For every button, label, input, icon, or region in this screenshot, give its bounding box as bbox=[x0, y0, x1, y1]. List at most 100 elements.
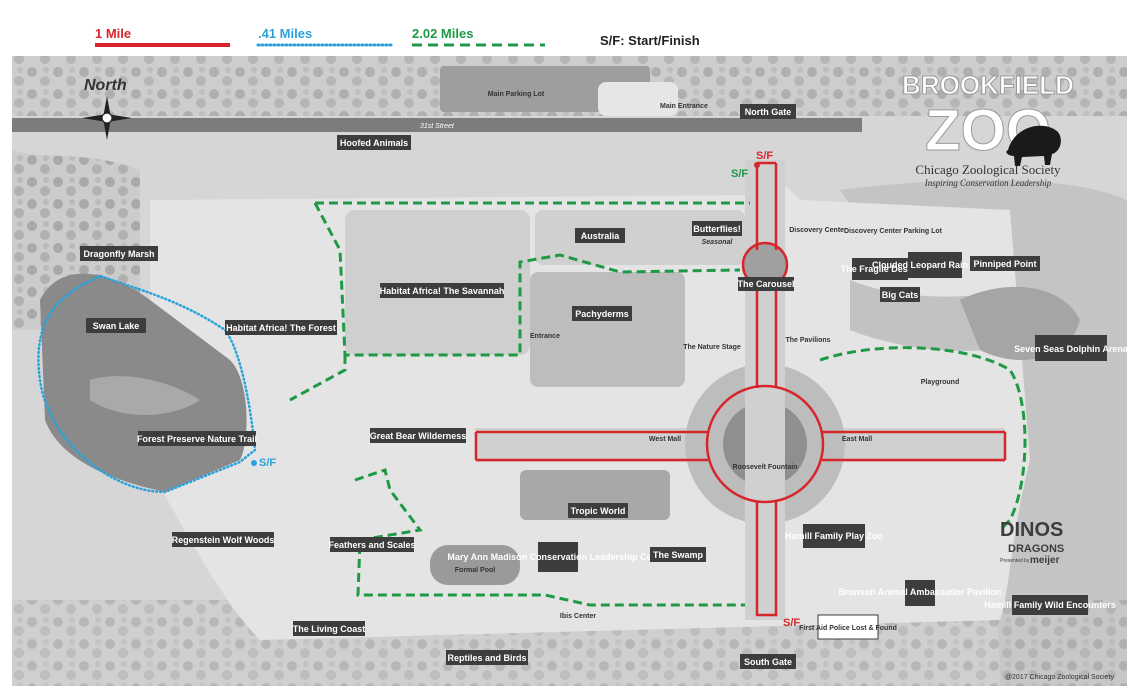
svg-text:North Gate: North Gate bbox=[745, 107, 792, 117]
dinos-subtitle: DRAGONS bbox=[1008, 543, 1064, 555]
svg-text:Hamill Family Wild Encounters: Hamill Family Wild Encounters bbox=[984, 600, 1115, 610]
label-discovery-parking: Discovery Center Parking Lot bbox=[844, 228, 943, 235]
label-nature-stage: The Nature Stage bbox=[683, 344, 741, 351]
main-parking-lot-label: Main Parking Lot bbox=[488, 91, 545, 98]
label-butterflies[interactable]: Butterflies! Seasonal bbox=[692, 221, 742, 246]
label-discovery-center: Discovery Center bbox=[789, 227, 847, 234]
svg-text:Big Cats: Big Cats bbox=[882, 290, 919, 300]
dinos-presented-by: Presented by bbox=[1000, 558, 1030, 564]
svg-text:Discovery Center Parking Lot: Discovery Center Parking Lot bbox=[844, 228, 943, 235]
label-habitat-forest[interactable]: Habitat Africa! The Forest bbox=[225, 320, 337, 335]
label-habitat-savannah[interactable]: Habitat Africa! The Savannah bbox=[380, 283, 505, 298]
svg-text:Hamill Family Play Zoo: Hamill Family Play Zoo bbox=[785, 531, 884, 541]
label-south-gate[interactable]: South Gate bbox=[740, 654, 796, 669]
svg-text:Butterflies!: Butterflies! bbox=[693, 224, 741, 234]
label-wolf-woods[interactable]: Regenstein Wolf Woods bbox=[172, 532, 275, 547]
street-label: 31st Street bbox=[420, 123, 455, 130]
label-swan-lake[interactable]: Swan Lake bbox=[86, 318, 146, 333]
label-mary-ann-madison[interactable]: Mary Ann Madison Conservation Leadership… bbox=[447, 542, 669, 572]
svg-text:The Fragile Desert: The Fragile Desert bbox=[841, 264, 920, 274]
main-parking-lot-area bbox=[440, 66, 650, 112]
label-living-coast[interactable]: The Living Coast bbox=[293, 621, 366, 636]
legend-41-miles-label: .41 Miles bbox=[258, 26, 312, 41]
label-big-cats[interactable]: Big Cats bbox=[880, 287, 920, 302]
svg-text:Pinniped Point: Pinniped Point bbox=[974, 259, 1037, 269]
copyright: @2017 Chicago Zoological Society bbox=[1005, 674, 1115, 681]
main-parking-lot-label-box: Main Parking Lot bbox=[488, 91, 545, 98]
svg-text:Forest Preserve Nature Trail: Forest Preserve Nature Trail bbox=[137, 434, 257, 444]
label-the-swamp[interactable]: The Swamp bbox=[650, 547, 706, 562]
carousel-building bbox=[743, 242, 787, 286]
route-2-miles bbox=[289, 201, 1027, 607]
svg-text:Seven Seas Dolphin Arena: Seven Seas Dolphin Arena bbox=[1014, 344, 1129, 354]
label-pinniped-point[interactable]: Pinniped Point bbox=[970, 256, 1040, 271]
route-41-miles bbox=[37, 274, 257, 494]
label-hoofed-animals[interactable]: Hoofed Animals bbox=[337, 135, 411, 150]
label-dragonfly-marsh[interactable]: Dragonfly Marsh bbox=[80, 246, 158, 261]
svg-text:Reptiles and Birds: Reptiles and Birds bbox=[447, 653, 526, 663]
label-tropic-world[interactable]: Tropic World bbox=[568, 503, 628, 518]
dinos-title: DINOS bbox=[1000, 519, 1063, 541]
label-fragile-desert[interactable]: The Fragile Desert bbox=[841, 258, 920, 280]
exhibit-labels: North Gate Hoofed Animals Dragonfly Mars… bbox=[80, 104, 1129, 669]
label-north-gate[interactable]: North Gate bbox=[740, 104, 796, 119]
label-playground: Playground bbox=[921, 379, 960, 386]
label-forest-preserve-trail[interactable]: Forest Preserve Nature Trail bbox=[137, 431, 257, 446]
svg-text:The Living Coast: The Living Coast bbox=[293, 624, 366, 634]
legend-1-mile-label: 1 Mile bbox=[95, 26, 131, 41]
svg-text:Habitat Africa! The Savannah: Habitat Africa! The Savannah bbox=[380, 286, 505, 296]
label-hamill-play-zoo[interactable]: Hamill Family Play Zoo bbox=[785, 524, 884, 548]
label-hamill-wild[interactable]: Hamill Family Wild Encounters bbox=[984, 595, 1116, 615]
svg-text:Swan Lake: Swan Lake bbox=[93, 321, 140, 331]
svg-text:Ibis Center: Ibis Center bbox=[560, 613, 596, 620]
label-feathers-scales[interactable]: Feathers and Scales bbox=[328, 537, 416, 552]
label-entrance: Entrance bbox=[530, 333, 560, 340]
sf-north-dot bbox=[754, 162, 760, 168]
svg-text:West Mall: West Mall bbox=[649, 436, 681, 443]
svg-text:Mary Ann Madison Conservation: Mary Ann Madison Conservation Leadership… bbox=[447, 552, 669, 562]
svg-text:Playground: Playground bbox=[921, 379, 960, 386]
compass-north-label: North bbox=[84, 77, 127, 94]
svg-text:Hoofed Animals: Hoofed Animals bbox=[340, 138, 408, 148]
sf-swan-dot bbox=[251, 460, 257, 466]
label-pachyderms[interactable]: Pachyderms bbox=[572, 306, 632, 321]
label-carousel[interactable]: The Carousel bbox=[737, 277, 795, 291]
label-roosevelt-fountain: Roosevelt Fountain bbox=[733, 464, 798, 471]
svg-text:Great Bear Wilderness: Great Bear Wilderness bbox=[370, 431, 466, 441]
north-south-mall bbox=[745, 160, 785, 620]
svg-text:Seasonal: Seasonal bbox=[702, 239, 734, 246]
savannah-habitat bbox=[345, 210, 530, 355]
svg-text:Discovery Center: Discovery Center bbox=[789, 227, 847, 234]
dinos-sponsor: meijer bbox=[1030, 555, 1060, 566]
brand-name-line1: BROOKFIELD bbox=[902, 70, 1074, 100]
legend: 1 Mile .41 Miles 2.02 Miles S/F: Start/F… bbox=[95, 26, 700, 48]
formal-pool-water bbox=[430, 545, 520, 585]
label-first-aid[interactable]: First Aid Police Lost & Found bbox=[799, 614, 897, 640]
label-east-mall: East Mall bbox=[842, 436, 872, 443]
label-bronson-pavilion[interactable]: Bronson Animal Ambassador Pavilion bbox=[839, 580, 1002, 606]
svg-text:Dragonfly Marsh: Dragonfly Marsh bbox=[83, 249, 154, 259]
brand-society: Chicago Zoological Society bbox=[915, 162, 1061, 177]
svg-text:The Pavilions: The Pavilions bbox=[785, 337, 830, 344]
compass: North bbox=[82, 77, 132, 140]
svg-text:The Swamp: The Swamp bbox=[653, 550, 704, 560]
svg-text:Formal Pool: Formal Pool bbox=[455, 567, 496, 574]
dinos-dragons-promo[interactable]: DINOS DRAGONS Presented by meijer bbox=[1000, 519, 1064, 566]
sf-marker-green: S/F bbox=[731, 168, 748, 180]
label-great-bear[interactable]: Great Bear Wilderness bbox=[370, 428, 466, 443]
svg-text:Entrance: Entrance bbox=[530, 333, 560, 340]
label-seven-seas[interactable]: Seven Seas Dolphin Arena bbox=[1014, 335, 1129, 361]
label-australia[interactable]: Australia bbox=[575, 228, 625, 243]
svg-text:The Carousel: The Carousel bbox=[737, 279, 794, 289]
route-1-mile bbox=[474, 161, 1007, 617]
svg-text:Habitat Africa! The Forest: Habitat Africa! The Forest bbox=[226, 323, 336, 333]
label-clouded-leopard[interactable]: Clouded Leopard Rain Forest bbox=[872, 252, 998, 278]
svg-text:Roosevelt Fountain: Roosevelt Fountain bbox=[733, 464, 798, 471]
label-reptiles-birds[interactable]: Reptiles and Birds bbox=[446, 650, 528, 665]
pachyderm-habitat bbox=[530, 272, 685, 387]
label-formal-pool: Formal Pool bbox=[455, 567, 496, 574]
sf-marker-south: S/F bbox=[783, 617, 800, 629]
svg-text:Australia: Australia bbox=[581, 231, 621, 241]
